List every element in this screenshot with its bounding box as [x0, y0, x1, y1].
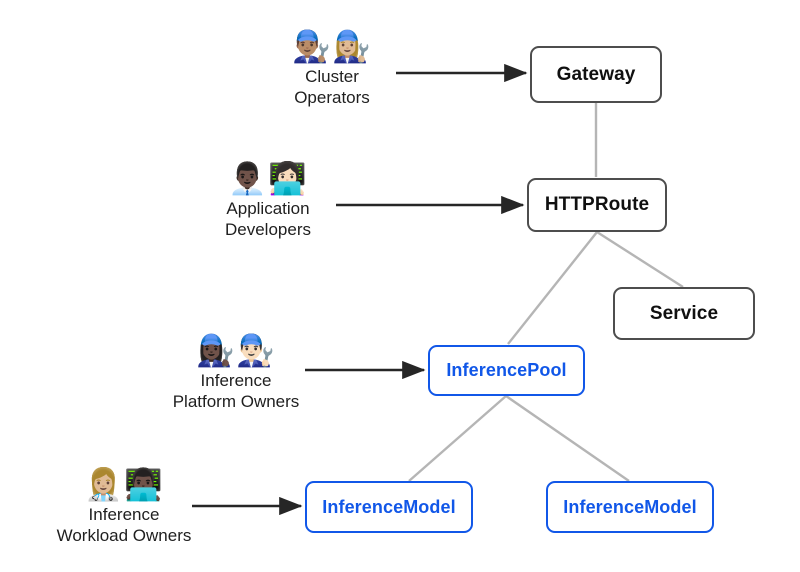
persona-label-line1: Cluster: [305, 67, 359, 86]
edge-inferencepool-inferencemodel-left: [408, 395, 507, 482]
persona-label-line2: Platform Owners: [172, 392, 300, 411]
persona-label-inference-workload-owners: Inference Workload Owners: [57, 504, 192, 546]
edge-httproute-inferencepool: [507, 231, 598, 345]
construction-worker-pair-emoji: 👩🏿‍🔧👨🏻‍🔧: [196, 333, 276, 369]
persona-label-application-developers: Application Developers: [225, 198, 311, 240]
scientist-technologist-pair-emoji: 👩🏼‍⚕️👨🏿‍💻: [84, 467, 164, 503]
node-inferencemodel-right[interactable]: InferenceModel: [546, 481, 714, 533]
edge-inferencepool-inferencemodel-right: [505, 395, 630, 482]
persona-label-line1: Application: [226, 199, 310, 218]
node-inferencemodel-right-label: InferenceModel: [563, 496, 697, 517]
node-service-label: Service: [649, 302, 719, 324]
mechanic-pair-emoji: 👨🏽‍🔧👩🏼‍🔧: [292, 29, 372, 65]
node-httproute[interactable]: HTTPRoute: [527, 178, 667, 232]
edge-httproute-service: [596, 230, 684, 289]
persona-label-line1: Inference: [88, 505, 160, 524]
persona-label-line1: Inference: [200, 371, 272, 390]
node-inferencemodel-left-label: InferenceModel: [322, 496, 456, 517]
persona-label-line2: Operators: [294, 88, 370, 107]
persona-label-cluster-operators: Cluster Operators: [294, 66, 370, 108]
node-httproute-label: HTTPRoute: [544, 194, 650, 215]
persona-application-developers: 👨🏿‍💼👩🏻‍💻 Application Developers: [204, 160, 332, 240]
node-inferencepool-label: InferencePool: [446, 360, 567, 380]
node-service[interactable]: Service: [613, 287, 755, 340]
persona-label-inference-platform-owners: Inference Platform Owners: [173, 370, 300, 412]
node-inferencemodel-left[interactable]: InferenceModel: [305, 481, 473, 533]
persona-label-line2: Workload Owners: [56, 526, 192, 545]
node-inferencepool[interactable]: InferencePool: [428, 345, 585, 396]
persona-inference-platform-owners: 👩🏿‍🔧👨🏻‍🔧 Inference Platform Owners: [168, 332, 304, 412]
node-gateway-label: Gateway: [556, 63, 636, 85]
persona-cluster-operators: 👨🏽‍🔧👩🏼‍🔧 Cluster Operators: [268, 28, 396, 108]
persona-inference-workload-owners: 👩🏼‍⚕️👨🏿‍💻 Inference Workload Owners: [56, 466, 192, 546]
node-gateway[interactable]: Gateway: [530, 46, 662, 103]
office-worker-technologist-pair-emoji: 👨🏿‍💼👩🏻‍💻: [228, 161, 308, 197]
persona-label-line2: Developers: [225, 220, 311, 239]
